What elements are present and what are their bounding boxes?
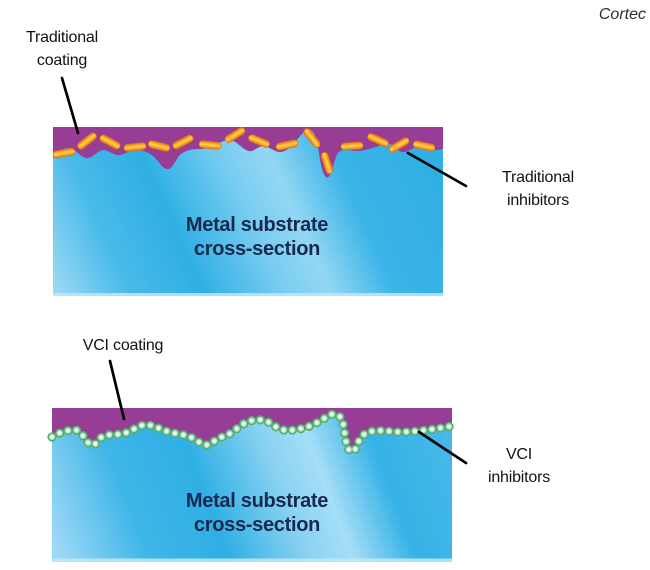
vci-inhibitors-label: VCI inhibitors [487, 446, 551, 486]
metal-substrate-label-top: Metal substrate cross-section [185, 214, 329, 260]
vci-coating-leader-line [108, 359, 126, 421]
vci-diagram [52, 359, 468, 562]
traditional-diagram [52, 76, 468, 296]
traditional-coating-leader-line [60, 76, 80, 135]
metal-substrate-top [53, 129, 443, 296]
substrate-bottom-highlight [53, 293, 443, 296]
traditional-coating-label: Traditional coating [26, 29, 98, 69]
substrate-bottom-highlight [52, 558, 452, 562]
vci-inhibitors-leader-line [417, 430, 468, 465]
metal-substrate-bottom [52, 414, 452, 562]
traditional-inhibitors-label: Traditional inhibitors [502, 169, 574, 209]
traditional-inhibitors-leader-line [406, 151, 468, 188]
metal-substrate-label-bottom: Metal substrate cross-section [185, 490, 329, 536]
traditional-inhibitor-capsules [52, 127, 436, 175]
vci-coating-label: VCI coating [82, 337, 164, 354]
credit-text: Cortec [598, 6, 646, 23]
